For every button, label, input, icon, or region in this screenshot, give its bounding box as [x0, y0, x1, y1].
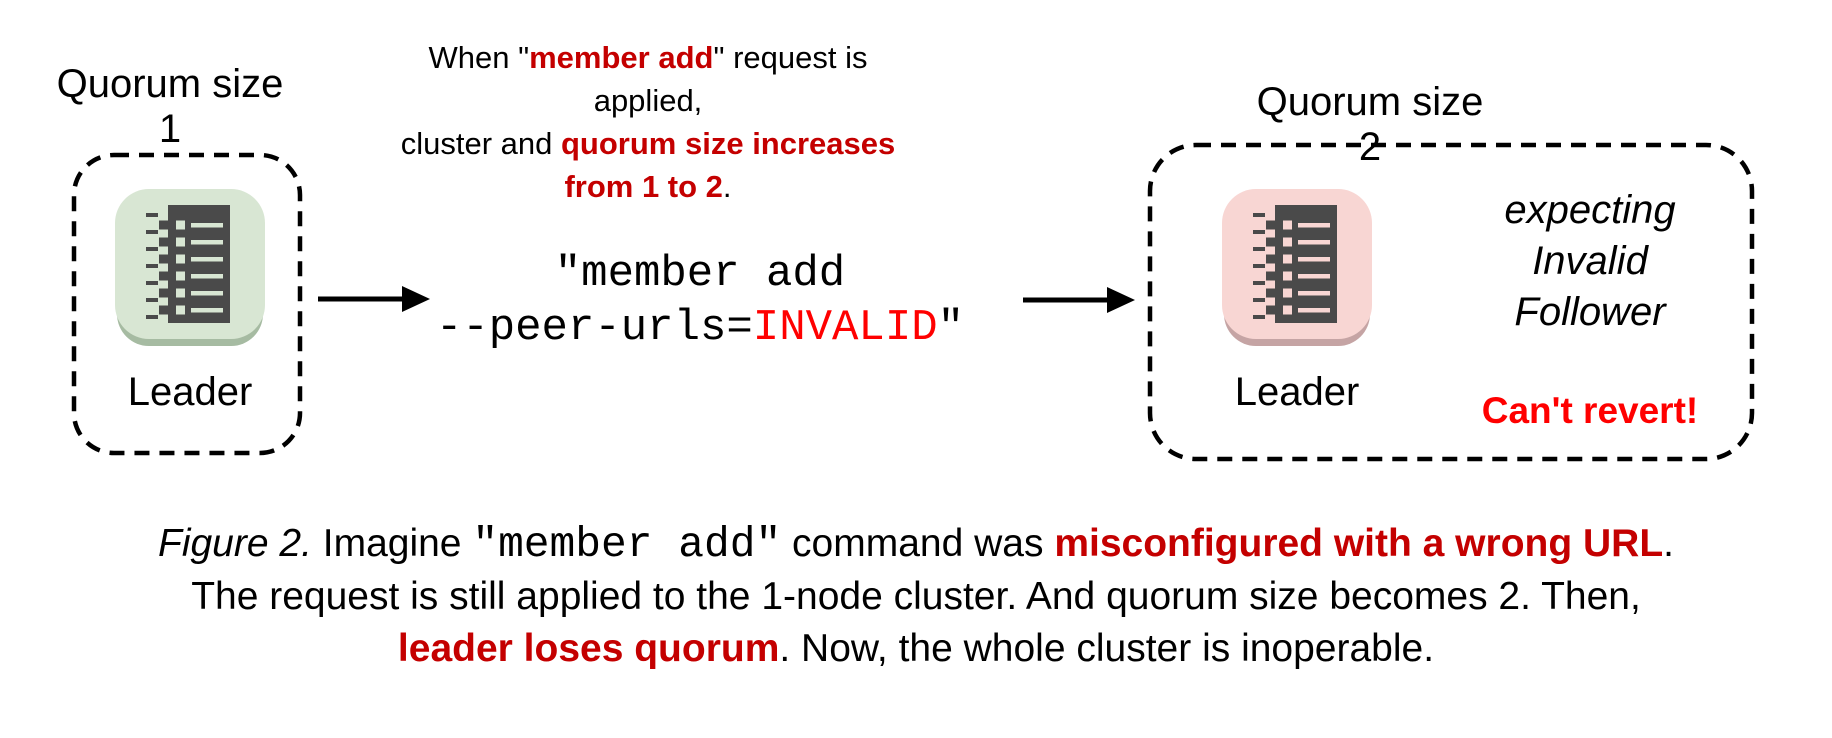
- leader-node-tile-left: [115, 189, 265, 339]
- caption-command-text: "member add": [472, 520, 782, 569]
- note-text: " request is applied,: [593, 40, 868, 118]
- arrow-right-icon: [318, 286, 430, 312]
- left-cluster-dashed-box: [71, 152, 303, 456]
- leader-node-label-right: Leader: [1234, 370, 1360, 414]
- note-text: When ": [428, 40, 530, 75]
- cant-revert-warning: Can't revert!: [1481, 390, 1699, 431]
- caption-text: The request is still applied to the 1-no…: [191, 575, 1641, 618]
- right-cluster-title: Quorum size 2: [1256, 80, 1484, 169]
- note-line-2: cluster and quorum size increases: [388, 122, 908, 165]
- expecting-line: Follower: [1514, 290, 1666, 334]
- leader-node-label-left: Leader: [127, 370, 253, 414]
- caption-text: . Now, the whole cluster is inoperable.: [779, 627, 1435, 670]
- command-text: ": [937, 303, 965, 353]
- command-invalid-value: INVALID: [752, 303, 938, 353]
- caption-text: .: [1663, 522, 1674, 565]
- note-line-3: from 1 to 2.: [388, 165, 908, 208]
- leader-node-tile-right: [1222, 189, 1372, 339]
- figure-number: Figure 2.: [158, 522, 312, 565]
- left-cluster-title: Quorum size 1: [56, 62, 284, 151]
- member-add-command: "member add --peer-urls=INVALID": [400, 247, 1000, 355]
- note-highlight: member add: [529, 40, 714, 75]
- caption-line-3: leader loses quorum. Now, the whole clus…: [0, 623, 1832, 675]
- figure-caption: Figure 2. Imagine "member add" command w…: [0, 518, 1832, 675]
- note-text: cluster and: [400, 126, 561, 161]
- server-icon: [146, 205, 230, 323]
- note-text: .: [722, 169, 732, 204]
- expecting-line: Invalid: [1532, 239, 1648, 283]
- caption-text: Imagine: [311, 522, 473, 565]
- command-line-2: --peer-urls=INVALID": [400, 301, 1000, 355]
- note-highlight: quorum size increases: [561, 126, 896, 161]
- caption-line-1: Figure 2. Imagine "member add" command w…: [0, 518, 1832, 571]
- member-add-note: When "member add" request is applied, cl…: [388, 36, 908, 208]
- caption-text: command was: [781, 522, 1055, 565]
- expecting-invalid-follower-note: expecting Invalid Follower: [1430, 185, 1750, 338]
- note-line-1: When "member add" request is applied,: [388, 36, 908, 122]
- expecting-line: expecting: [1504, 188, 1676, 232]
- note-highlight: from 1 to 2: [564, 169, 723, 204]
- caption-highlight: leader loses quorum: [397, 627, 780, 670]
- server-icon: [1253, 205, 1337, 323]
- arrow-right-icon: [1023, 287, 1135, 313]
- command-line-1: "member add: [554, 249, 846, 299]
- caption-highlight: misconfigured with a wrong URL: [1054, 522, 1664, 565]
- caption-line-2: The request is still applied to the 1-no…: [0, 571, 1832, 623]
- right-cluster-dashed-box: [1147, 142, 1755, 462]
- command-text: --peer-urls=: [435, 303, 753, 353]
